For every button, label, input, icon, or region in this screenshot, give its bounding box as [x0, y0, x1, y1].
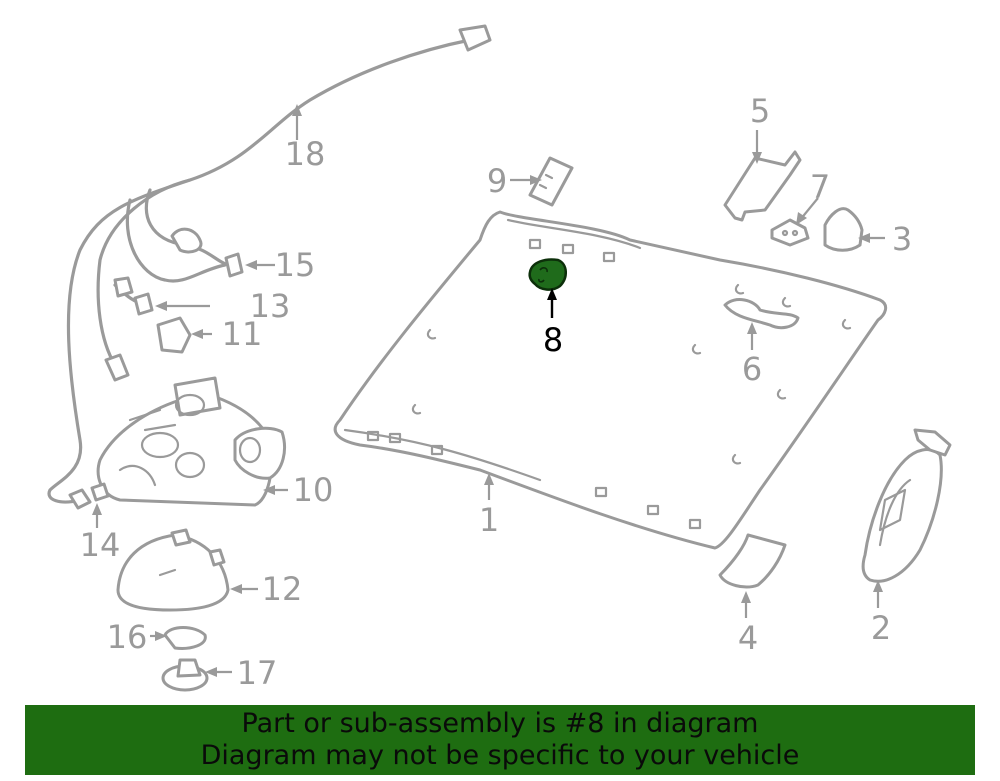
callout-label-7: 7	[810, 168, 830, 206]
banner-line-1: Part or sub-assembly is #8 in diagram	[241, 708, 759, 739]
part-16-bulb-socket	[163, 626, 207, 650]
info-banner: Part or sub-assembly is #8 in diagram Di…	[25, 705, 975, 775]
callout-label-4: 4	[738, 619, 758, 657]
callout-label-12: 12	[262, 570, 303, 608]
callout-label-11: 11	[222, 315, 263, 353]
callout-label-3: 3	[892, 220, 912, 258]
callout-label-14: 14	[80, 526, 121, 564]
part-5-panel	[723, 150, 802, 222]
part-10-overhead-console	[96, 376, 286, 507]
headliner-slots	[366, 238, 852, 530]
part-15-connector	[224, 252, 244, 278]
callout-arrows	[92, 104, 885, 677]
callout-labels: 18 9 5 7 3 6 15 13 11 10 14 12 16 17 1 4…	[80, 92, 913, 692]
callout-label-10: 10	[293, 471, 334, 509]
callout-label-15: 15	[275, 246, 316, 284]
part-6-grab-handle	[723, 298, 800, 330]
banner-line-2: Diagram may not be specific to your vehi…	[200, 740, 800, 771]
part-9-bracket	[528, 156, 574, 207]
part-3-clip	[823, 207, 864, 252]
part-2-sun-visor	[861, 428, 952, 583]
callout-label-8: 8	[543, 321, 563, 359]
part-12-lens	[116, 528, 230, 612]
parts-diagram: 18 9 5 7 3 6 15 13 11 10 14 12 16 17 1 4…	[47, 24, 952, 692]
callout-label-9: 9	[487, 162, 507, 200]
part-4-trim-piece	[718, 533, 787, 589]
part-18-wiring-harness	[47, 24, 492, 504]
part-11-clip	[156, 316, 192, 354]
part-14-connector	[68, 482, 110, 510]
callout-label-1: 1	[479, 501, 499, 539]
callout-label-17: 17	[237, 654, 278, 692]
callout-label-6: 6	[742, 350, 762, 388]
part-17-bulb	[161, 658, 209, 692]
callout-label-13: 13	[250, 287, 291, 325]
part-8-retainer-clip-highlighted	[528, 258, 567, 291]
callout-label-2: 2	[871, 609, 891, 647]
part-13-connector	[133, 292, 154, 316]
callout-label-18: 18	[285, 135, 326, 173]
callout-8-highlighted: 8	[543, 288, 563, 359]
callout-label-5: 5	[750, 92, 770, 130]
callout-label-16: 16	[107, 618, 148, 656]
part-1-headliner	[333, 210, 888, 550]
part-7-clip	[770, 218, 810, 247]
